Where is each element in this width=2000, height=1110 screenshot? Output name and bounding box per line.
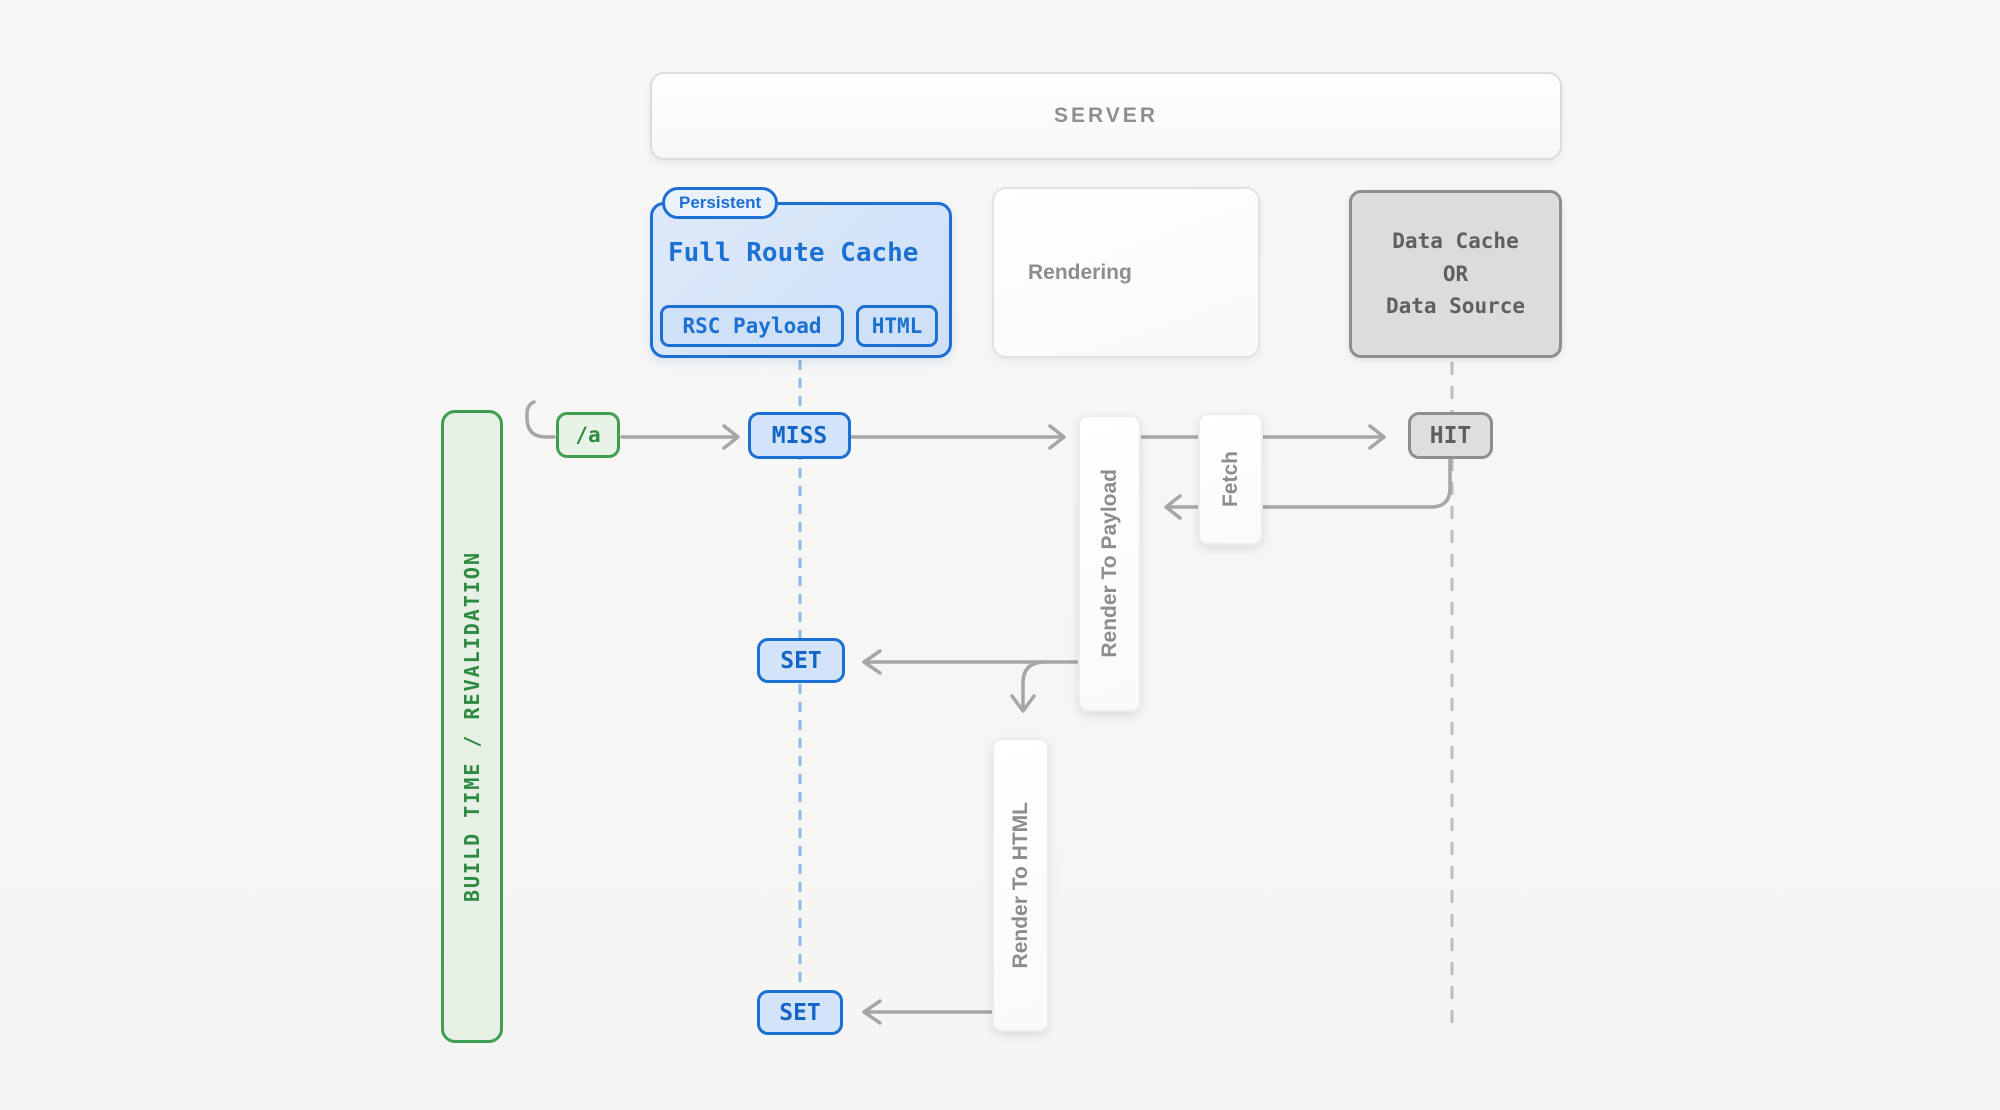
render-to-html-label: Render To HTML xyxy=(1008,801,1032,969)
hit-badge: HIT xyxy=(1408,412,1493,459)
set-html-badge: SET xyxy=(757,990,843,1035)
arrow-render-html-to-set xyxy=(862,999,993,1025)
server-label: SERVER xyxy=(1054,104,1158,127)
route-badge: /a xyxy=(556,412,620,458)
html-chip: HTML xyxy=(856,305,938,347)
set-payload-label: SET xyxy=(780,647,822,674)
fetch-box: Fetch xyxy=(1198,413,1263,545)
build-time-label: BUILD TIME / REVALIDATION xyxy=(460,550,484,903)
rsc-payload-label: RSC Payload xyxy=(682,314,822,338)
data-cache-line-3: Data Source xyxy=(1385,294,1526,319)
miss-label: MISS xyxy=(771,422,828,449)
render-to-payload-box: Render To Payload xyxy=(1078,415,1141,712)
arrow-route-to-miss xyxy=(620,424,740,450)
miss-badge: MISS xyxy=(748,412,851,459)
hit-label: HIT xyxy=(1429,422,1472,449)
data-cache-line-2: OR xyxy=(1442,261,1469,286)
persistent-label: Persistent xyxy=(679,193,762,212)
persistent-badge: Persistent xyxy=(662,187,779,219)
full-route-cache-title: Full Route Cache xyxy=(668,238,919,268)
rendering-label: Rendering xyxy=(1028,260,1132,284)
data-cache-box: Data Cache OR Data Source xyxy=(1349,190,1562,358)
data-cache-line-1: Data Cache xyxy=(1392,229,1519,254)
rendering-box: Rendering xyxy=(992,187,1260,358)
arrow-hit-return-to-render-payload xyxy=(1164,457,1452,520)
arrow-miss-to-render-payload xyxy=(849,424,1066,450)
set-payload-badge: SET xyxy=(757,638,845,683)
server-box: SERVER xyxy=(650,72,1562,160)
fetch-label: Fetch xyxy=(1218,450,1242,507)
route-label: /a xyxy=(575,423,601,447)
arrow-branch-to-render-html xyxy=(1010,660,1047,713)
render-to-payload-label: Render To Payload xyxy=(1097,469,1121,658)
request-entry-connector xyxy=(525,400,556,439)
build-time-sidebar: BUILD TIME / REVALIDATION xyxy=(441,410,503,1043)
render-to-html-box: Render To HTML xyxy=(992,738,1049,1032)
rsc-payload-chip: RSC Payload xyxy=(660,305,844,347)
set-html-label: SET xyxy=(779,999,821,1026)
html-chip-label: HTML xyxy=(871,314,923,338)
